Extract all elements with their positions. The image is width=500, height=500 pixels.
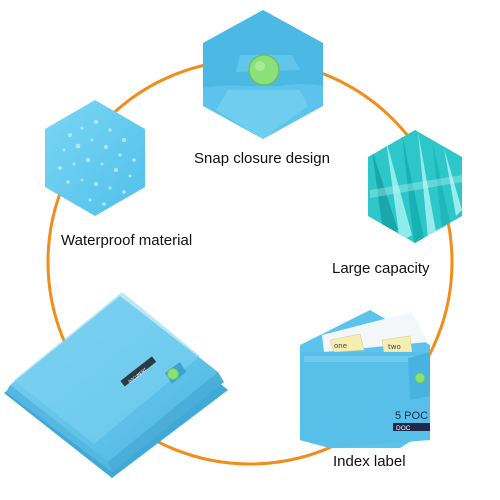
waterproof-hexagon (45, 100, 145, 216)
index-tab-one: one (334, 342, 347, 350)
expanding-folder-product: DOCUMENT (4, 292, 228, 478)
pocket-text: 5 POC (395, 410, 428, 422)
large-capacity-label: Large capacity (332, 260, 430, 277)
waterproof-material-label: Waterproof material (61, 232, 193, 249)
index-tab-two: two (388, 343, 401, 351)
index-label-hexagon: one two 5 POC DOC (300, 310, 430, 448)
snap-closure-hexagon (203, 10, 323, 139)
index-snap-icon (414, 372, 426, 384)
large-capacity-hexagon (368, 130, 462, 243)
snap-button-icon (248, 54, 280, 86)
snap-closure-label: Snap closure design (194, 150, 330, 167)
folder-snap-icon (167, 368, 179, 380)
water-droplets (58, 119, 136, 206)
index-label-label: Index label (333, 453, 406, 470)
doc-text: DOC (396, 425, 411, 432)
